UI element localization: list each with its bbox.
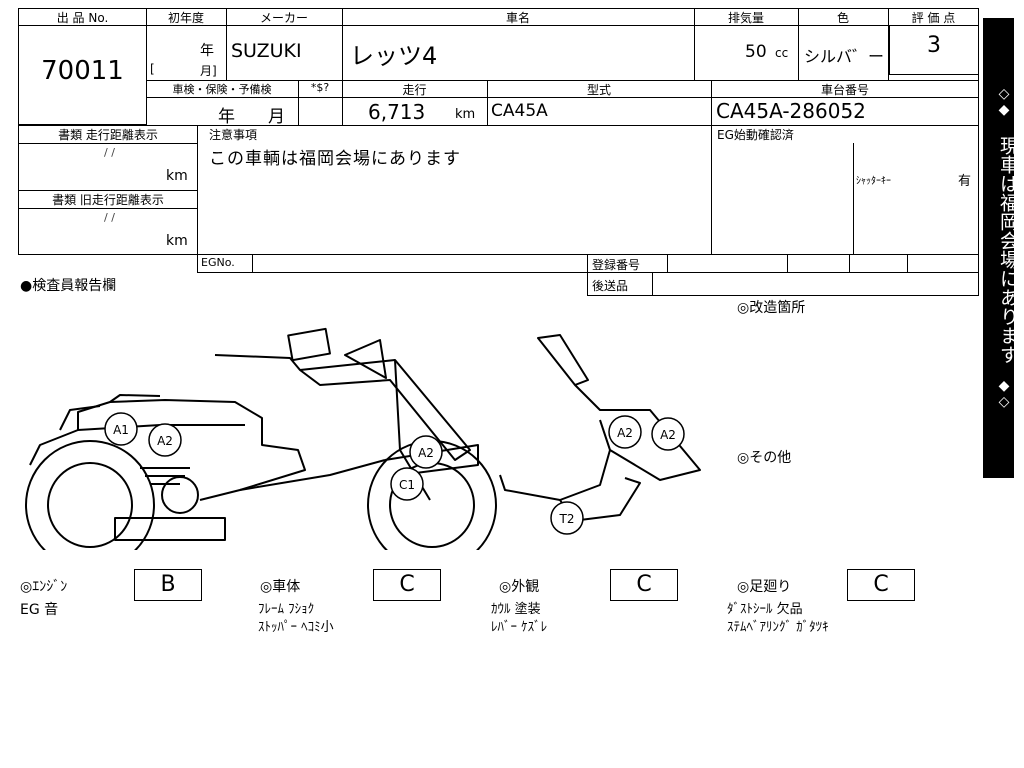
exterior-grade-label: ◎外観: [499, 579, 540, 595]
mileage-value: 6,713: [368, 100, 426, 124]
eg-start-confirmed-label: EG始動確認済: [717, 128, 794, 142]
model-value: レッツ4: [350, 42, 438, 70]
inspection-month-unit: 月: [268, 107, 285, 127]
shutter-key-value: 有: [958, 174, 972, 189]
svg-text:A1: A1: [113, 423, 129, 437]
lot-number: 70011: [41, 56, 124, 86]
other-label: ◎その他: [737, 450, 792, 466]
type-value: CA45A: [491, 101, 548, 121]
shutter-key-label: ｼｬｯﾀｰｷｰ: [856, 176, 891, 187]
sidebar-location-text: 現車は福岡会場にあります: [997, 136, 1019, 364]
notes-text: この車輌は福岡会場にあります: [209, 149, 461, 169]
svg-text:A2: A2: [157, 434, 173, 448]
registration-number-label: 登録番号: [592, 258, 641, 272]
suspension-grade-label: ◎足廻り: [737, 579, 792, 595]
svg-text:T2: T2: [559, 512, 575, 526]
damage-marks-layer: A1 A2 A2 C1 A2 A2 T2: [104, 412, 685, 535]
mileage-label: 走行: [402, 83, 427, 97]
score-value: 3: [927, 33, 941, 58]
modification-label: ◎改造箇所: [737, 300, 806, 316]
inspection-label: 車検・保険・予備検: [172, 83, 272, 96]
egno-row: [197, 254, 979, 273]
exterior-note-2: ﾚﾊﾞｰ ｹｽﾞﾚ: [491, 620, 548, 635]
suspension-note-2: ｽﾃﾑﾍﾞｱﾘﾝｸﾞ ｶﾞﾀﾂｷ: [727, 620, 829, 635]
muffler: [114, 517, 226, 541]
inspection-year-unit: 年: [218, 107, 235, 127]
first-registration-label: 初年度: [167, 11, 204, 25]
mileage-unit: km: [455, 107, 476, 122]
svg-text:C1: C1: [399, 478, 415, 492]
notes-label: 注意事項: [209, 128, 258, 142]
exterior-note-1: ｶｳﾙ 塗装: [491, 602, 541, 617]
doc-mileage-label: 書類 走行距離表示: [58, 128, 158, 142]
damage-mark-a2-side-1: A2: [608, 415, 642, 449]
suspension-note-1: ﾀﾞｽﾄｼｰﾙ 欠品: [727, 602, 803, 617]
first-reg-year-unit: 年: [200, 43, 214, 59]
svg-text:A2: A2: [617, 426, 633, 440]
score-box: [889, 25, 979, 75]
doc-mileage-km: km: [166, 168, 188, 184]
body-grade: C: [373, 569, 441, 601]
sidebar-top-diamonds: ◇◆: [996, 86, 1012, 118]
engine-grade-label: ◎ｴﾝｼﾞﾝ: [20, 579, 68, 595]
location-sidebar: ◇◆ 現車は福岡会場にあります ◆◇: [983, 18, 1019, 478]
doc-old-mileage-date: / /: [104, 211, 115, 224]
displacement-unit: cc: [775, 46, 789, 60]
damage-mark-a1-rear: A1: [104, 412, 138, 446]
model-label: 車名: [505, 11, 530, 25]
maker-label: メーカー: [259, 11, 308, 25]
doc-mileage-date: / /: [104, 146, 115, 159]
engine-note-1: EG 音: [20, 602, 59, 618]
sidebar-bottom-diamonds: ◆◇: [996, 378, 1012, 410]
suspension-grade: C: [847, 569, 915, 601]
first-reg-bracket: [: [150, 62, 155, 76]
maker-value: SUZUKI: [231, 40, 302, 62]
frame-number-value: CA45A-286052: [716, 99, 866, 123]
body-note-1: ﾌﾚｰﾑ ﾌｼｮｸ: [258, 602, 315, 617]
damage-mark-a2-side-2: A2: [651, 417, 685, 451]
rear-items-row: [587, 272, 979, 296]
displacement-value: 50: [745, 42, 767, 62]
egno-label: EGNo.: [201, 256, 235, 269]
exterior-grade: C: [610, 569, 678, 601]
damage-mark-t2: T2: [550, 501, 584, 535]
doc-old-mileage-label: 書類 旧走行距離表示: [52, 193, 164, 207]
doc-old-mileage-km: km: [166, 233, 188, 249]
inspector-report-label: ●検査員報告欄: [20, 278, 117, 294]
recycle-label: *$?: [310, 81, 330, 94]
color-label: 色: [836, 11, 849, 25]
type-label: 型式: [586, 83, 611, 97]
rear-items-label: 後送品: [592, 279, 629, 293]
body-note-2: ｽﾄｯﾊﾟｰ ﾍｺﾐ小: [258, 620, 334, 635]
svg-text:A2: A2: [660, 428, 676, 442]
lot-number-label: 出 品 No.: [56, 11, 109, 25]
score-label: 評 価 点: [911, 11, 956, 25]
svg-text:A2: A2: [418, 446, 434, 460]
body-grade-label: ◎車体: [260, 579, 301, 595]
damage-mark-c1: C1: [390, 467, 424, 501]
first-reg-month-unit: 月]: [200, 64, 217, 78]
damage-mark-a2-rear: A2: [148, 423, 182, 457]
rear-wheel: [25, 440, 155, 550]
color-value: シルバ゛ー: [804, 47, 885, 66]
frame-number-label: 車台番号: [820, 83, 869, 97]
damage-mark-a2-front: A2: [409, 435, 443, 469]
engine-grade: B: [134, 569, 202, 601]
displacement-label: 排気量: [727, 11, 764, 25]
